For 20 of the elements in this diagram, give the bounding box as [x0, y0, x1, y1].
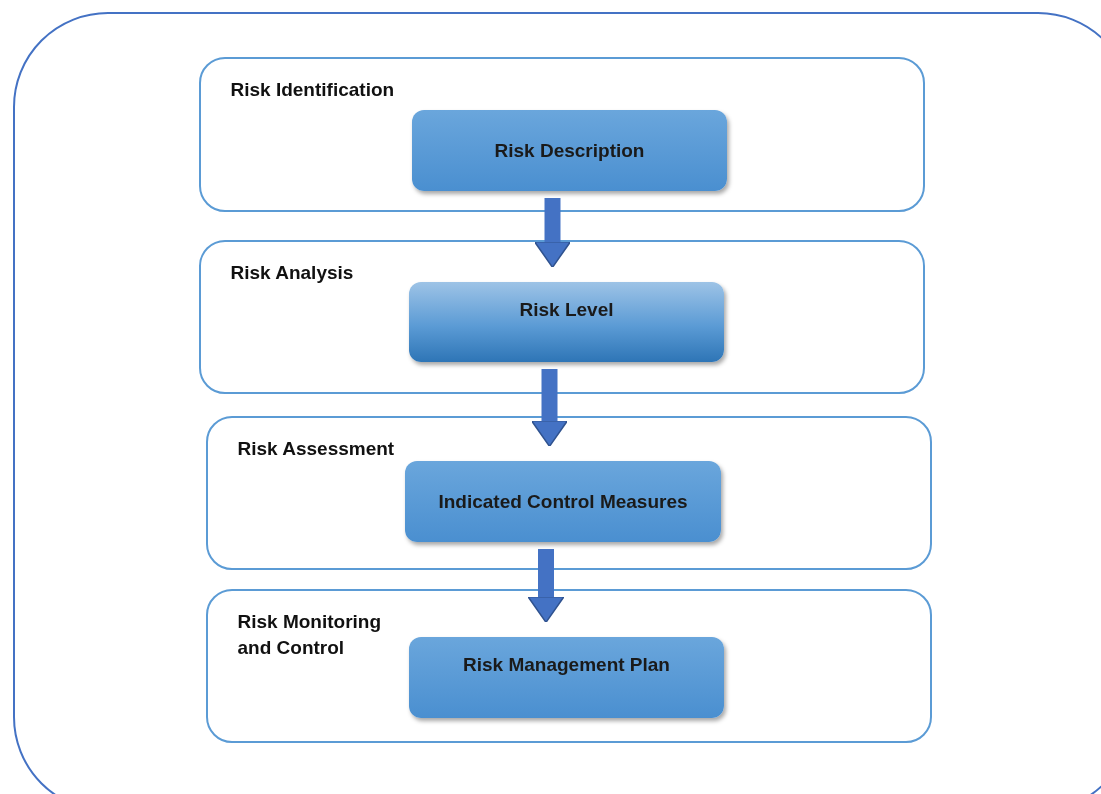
container-box — [13, 12, 1101, 794]
stage-heading: Risk Assessment — [237, 436, 395, 461]
block-arrow — [533, 198, 572, 269]
process-box — [409, 282, 724, 362]
stage-box — [198, 239, 925, 394]
stage-heading: Risk Identification — [230, 77, 395, 102]
stage-heading: Risk Monitoring and Control — [237, 609, 383, 661]
process-label: Risk Level — [519, 298, 614, 322]
block-arrow — [527, 549, 565, 624]
stage-box — [198, 56, 925, 212]
process-box — [405, 461, 721, 542]
stage-heading: Risk Analysis — [230, 260, 354, 285]
process-box — [409, 637, 724, 718]
process-box — [412, 110, 727, 191]
stage-box — [205, 588, 932, 743]
process-label: Risk Management Plan — [463, 653, 670, 677]
process-label: Indicated Control Measures — [438, 489, 688, 514]
block-arrow — [530, 369, 569, 448]
stage-box — [205, 415, 932, 570]
process-label: Risk Description — [494, 138, 645, 163]
